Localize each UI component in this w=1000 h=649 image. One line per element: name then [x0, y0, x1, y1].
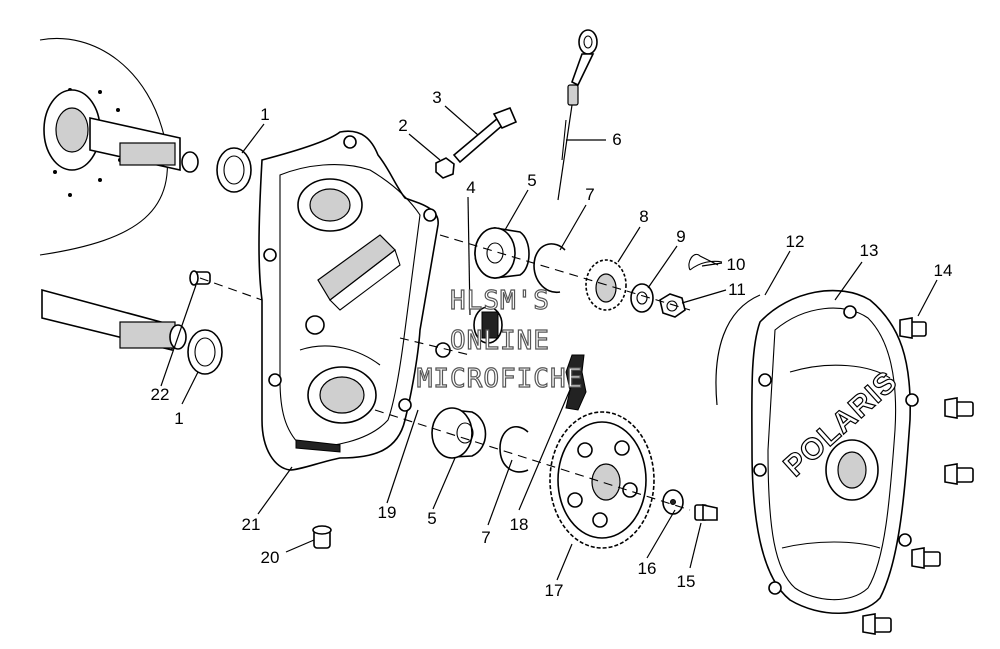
callout-20: 20 [261, 548, 280, 567]
sprocket-large [549, 411, 655, 549]
driven-shaft [41, 288, 187, 352]
callout-15: 15 [677, 572, 696, 591]
dipstick [557, 29, 598, 201]
washer [630, 283, 654, 313]
tensioner-roller [435, 306, 503, 358]
leader-lines [160, 105, 938, 581]
seal-upper [216, 147, 252, 193]
callout-4: 4 [466, 178, 475, 197]
callout-17: 17 [545, 581, 564, 600]
callout-5-upper: 5 [527, 171, 536, 190]
callout-16: 16 [638, 559, 657, 578]
watermark-line-2: ONLINE [450, 326, 550, 356]
callout-6: 6 [612, 130, 621, 149]
callout-1-upper: 1 [260, 105, 269, 124]
callout-3: 3 [432, 88, 441, 107]
chain [565, 354, 587, 411]
cotter-pin [688, 253, 723, 271]
callout-7-lower: 7 [481, 528, 490, 547]
callout-1-lower: 1 [174, 409, 183, 428]
callout-19: 19 [378, 503, 397, 522]
callout-10: 10 [727, 255, 746, 274]
watermark-line-3: MICROFICHE [417, 364, 584, 394]
callout-14: 14 [934, 261, 953, 280]
gearcase-housing [258, 130, 439, 471]
watermark-line-1: HLSM'S [450, 286, 550, 316]
callout-22: 22 [151, 385, 170, 404]
callout-8: 8 [639, 207, 648, 226]
callout-2: 2 [398, 116, 407, 135]
drive-clutch-sheave [39, 38, 199, 256]
center-lines [199, 234, 691, 511]
callout-13: 13 [860, 241, 879, 260]
snap-ring-upper [533, 243, 566, 294]
callout-5-lower: 5 [427, 509, 436, 528]
bolt [452, 106, 518, 164]
snap-ring-lower [499, 426, 529, 473]
callout-7-upper: 7 [585, 185, 594, 204]
seal-lower [187, 329, 223, 375]
callout-18: 18 [510, 515, 529, 534]
gasket [715, 294, 761, 406]
watermark: HLSM'S ONLINE MICROFICHE [416, 285, 584, 394]
gearcase-cover: POLARIS [751, 289, 919, 615]
callout-9: 9 [676, 227, 685, 246]
bolt-15 [694, 504, 718, 521]
bearing-upper [474, 227, 530, 279]
cover-bolts [862, 317, 974, 635]
callout-11: 11 [728, 280, 746, 299]
callout-21: 21 [242, 515, 261, 534]
plug [312, 525, 332, 549]
callout-12: 12 [786, 232, 805, 251]
bearing-lower [431, 407, 487, 459]
callout-numbers: 1 2 3 4 5 6 7 8 9 10 11 12 13 14 1 22 21… [151, 88, 953, 600]
castle-nut [659, 293, 686, 318]
nut [435, 157, 455, 179]
